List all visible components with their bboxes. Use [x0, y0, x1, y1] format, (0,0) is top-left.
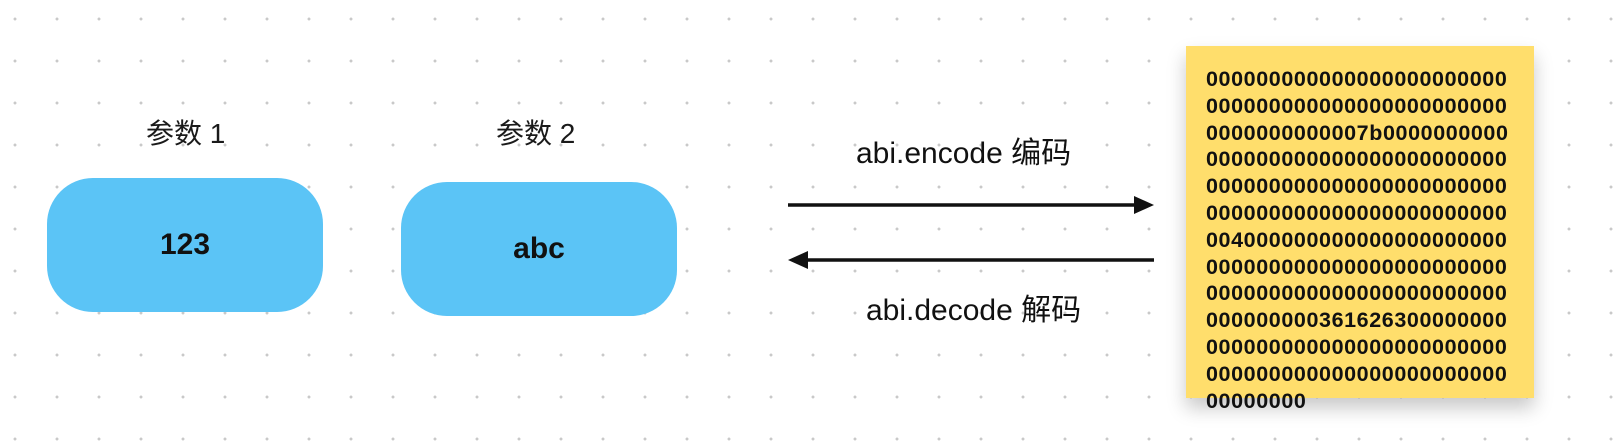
param-2-label: 参数 2 [496, 118, 576, 149]
decode-arrow [788, 251, 1154, 269]
param-2-box: abc [401, 182, 677, 316]
param-1-box: 123 [47, 178, 323, 312]
encode-label: abi.encode 编码 [856, 137, 1072, 170]
decode-label: abi.decode 解码 [866, 294, 1082, 327]
param-2-value: abc [513, 232, 565, 265]
encode-arrow [788, 196, 1154, 214]
encoded-output-text: 0000000000000000000000000000000000000000… [1206, 67, 1509, 413]
param-1-label: 参数 1 [146, 118, 226, 149]
encoded-output-note: 0000000000000000000000000000000000000000… [1186, 46, 1534, 413]
param-1-value: 123 [159, 228, 211, 261]
